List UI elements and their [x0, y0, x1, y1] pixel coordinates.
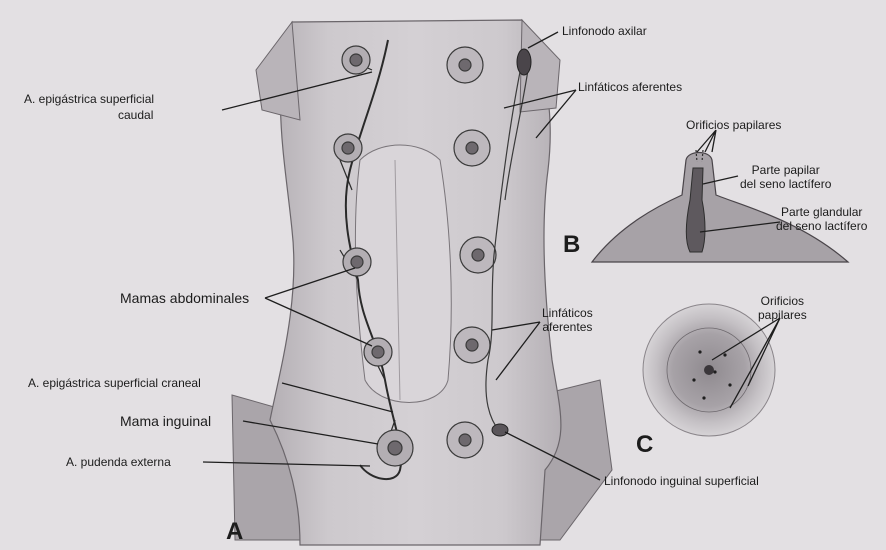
teat-orifice-dot — [698, 350, 701, 353]
label-linfaticos-aferentes-top: Linfáticos aferentes — [578, 80, 682, 94]
teat-center — [704, 365, 714, 375]
label-c-orificios-papilares: Orificios papilares — [758, 294, 807, 322]
label-epigastrica-caudal-line2: caudal — [118, 108, 153, 122]
label-b-parte-papilar-line1: Parte papilar — [740, 163, 831, 177]
panel-letter-c: C — [636, 432, 653, 458]
label-epigastrica-caudal-line1: A. epigástrica superficial — [24, 92, 154, 106]
label-epigastrica-caudal: A. epigástrica superficial — [24, 92, 154, 106]
panel-letter-a: A — [226, 519, 243, 545]
label-b-parte-papilar-line2: del seno lactífero — [740, 177, 831, 191]
label-linfaticos-aferentes-mid-line2: aferentes — [542, 320, 593, 334]
axillary-lymph-node — [517, 49, 531, 75]
label-epigastrica-craneal: A. epigástrica superficial craneal — [28, 376, 201, 390]
label-linfonodo-inguinal: Linfonodo inguinal superficial — [604, 474, 759, 488]
label-b-parte-papilar: Parte papilar del seno lactífero — [740, 163, 831, 191]
label-epigastrica-caudal-line2-wrap: caudal — [118, 108, 153, 122]
label-linfaticos-aferentes-mid-line1: Linfáticos — [542, 306, 593, 320]
teat-orifice-dot — [723, 353, 726, 356]
label-mama-inguinal: Mama inguinal — [120, 413, 211, 429]
inguinal-lymph-node — [492, 424, 508, 436]
label-mamas-abdominales: Mamas abdominales — [120, 290, 249, 306]
label-c-orificios-line2: papilares — [758, 308, 807, 322]
label-b-orificios-papilares: Orificios papilares — [686, 118, 781, 132]
label-b-parte-glandular-line2: del seno lactífero — [776, 219, 867, 233]
label-linfaticos-aferentes-mid: Linfáticos aferentes — [542, 306, 593, 334]
label-c-orificios-line1: Orificios — [758, 294, 807, 308]
teat-orifice-dot — [692, 378, 695, 381]
panel-letter-b: B — [563, 232, 580, 258]
panel-a-body — [232, 20, 612, 545]
left-forelimb — [256, 22, 300, 120]
label-pudenda-externa: A. pudenda externa — [66, 455, 171, 469]
teat-orifice-dot — [728, 383, 731, 386]
label-b-parte-glandular-line1: Parte glandular — [776, 205, 867, 219]
label-linfonodo-axilar: Linfonodo axilar — [562, 24, 647, 38]
teat-orifice-dot — [702, 396, 705, 399]
label-b-parte-glandular: Parte glandular del seno lactífero — [776, 205, 867, 233]
